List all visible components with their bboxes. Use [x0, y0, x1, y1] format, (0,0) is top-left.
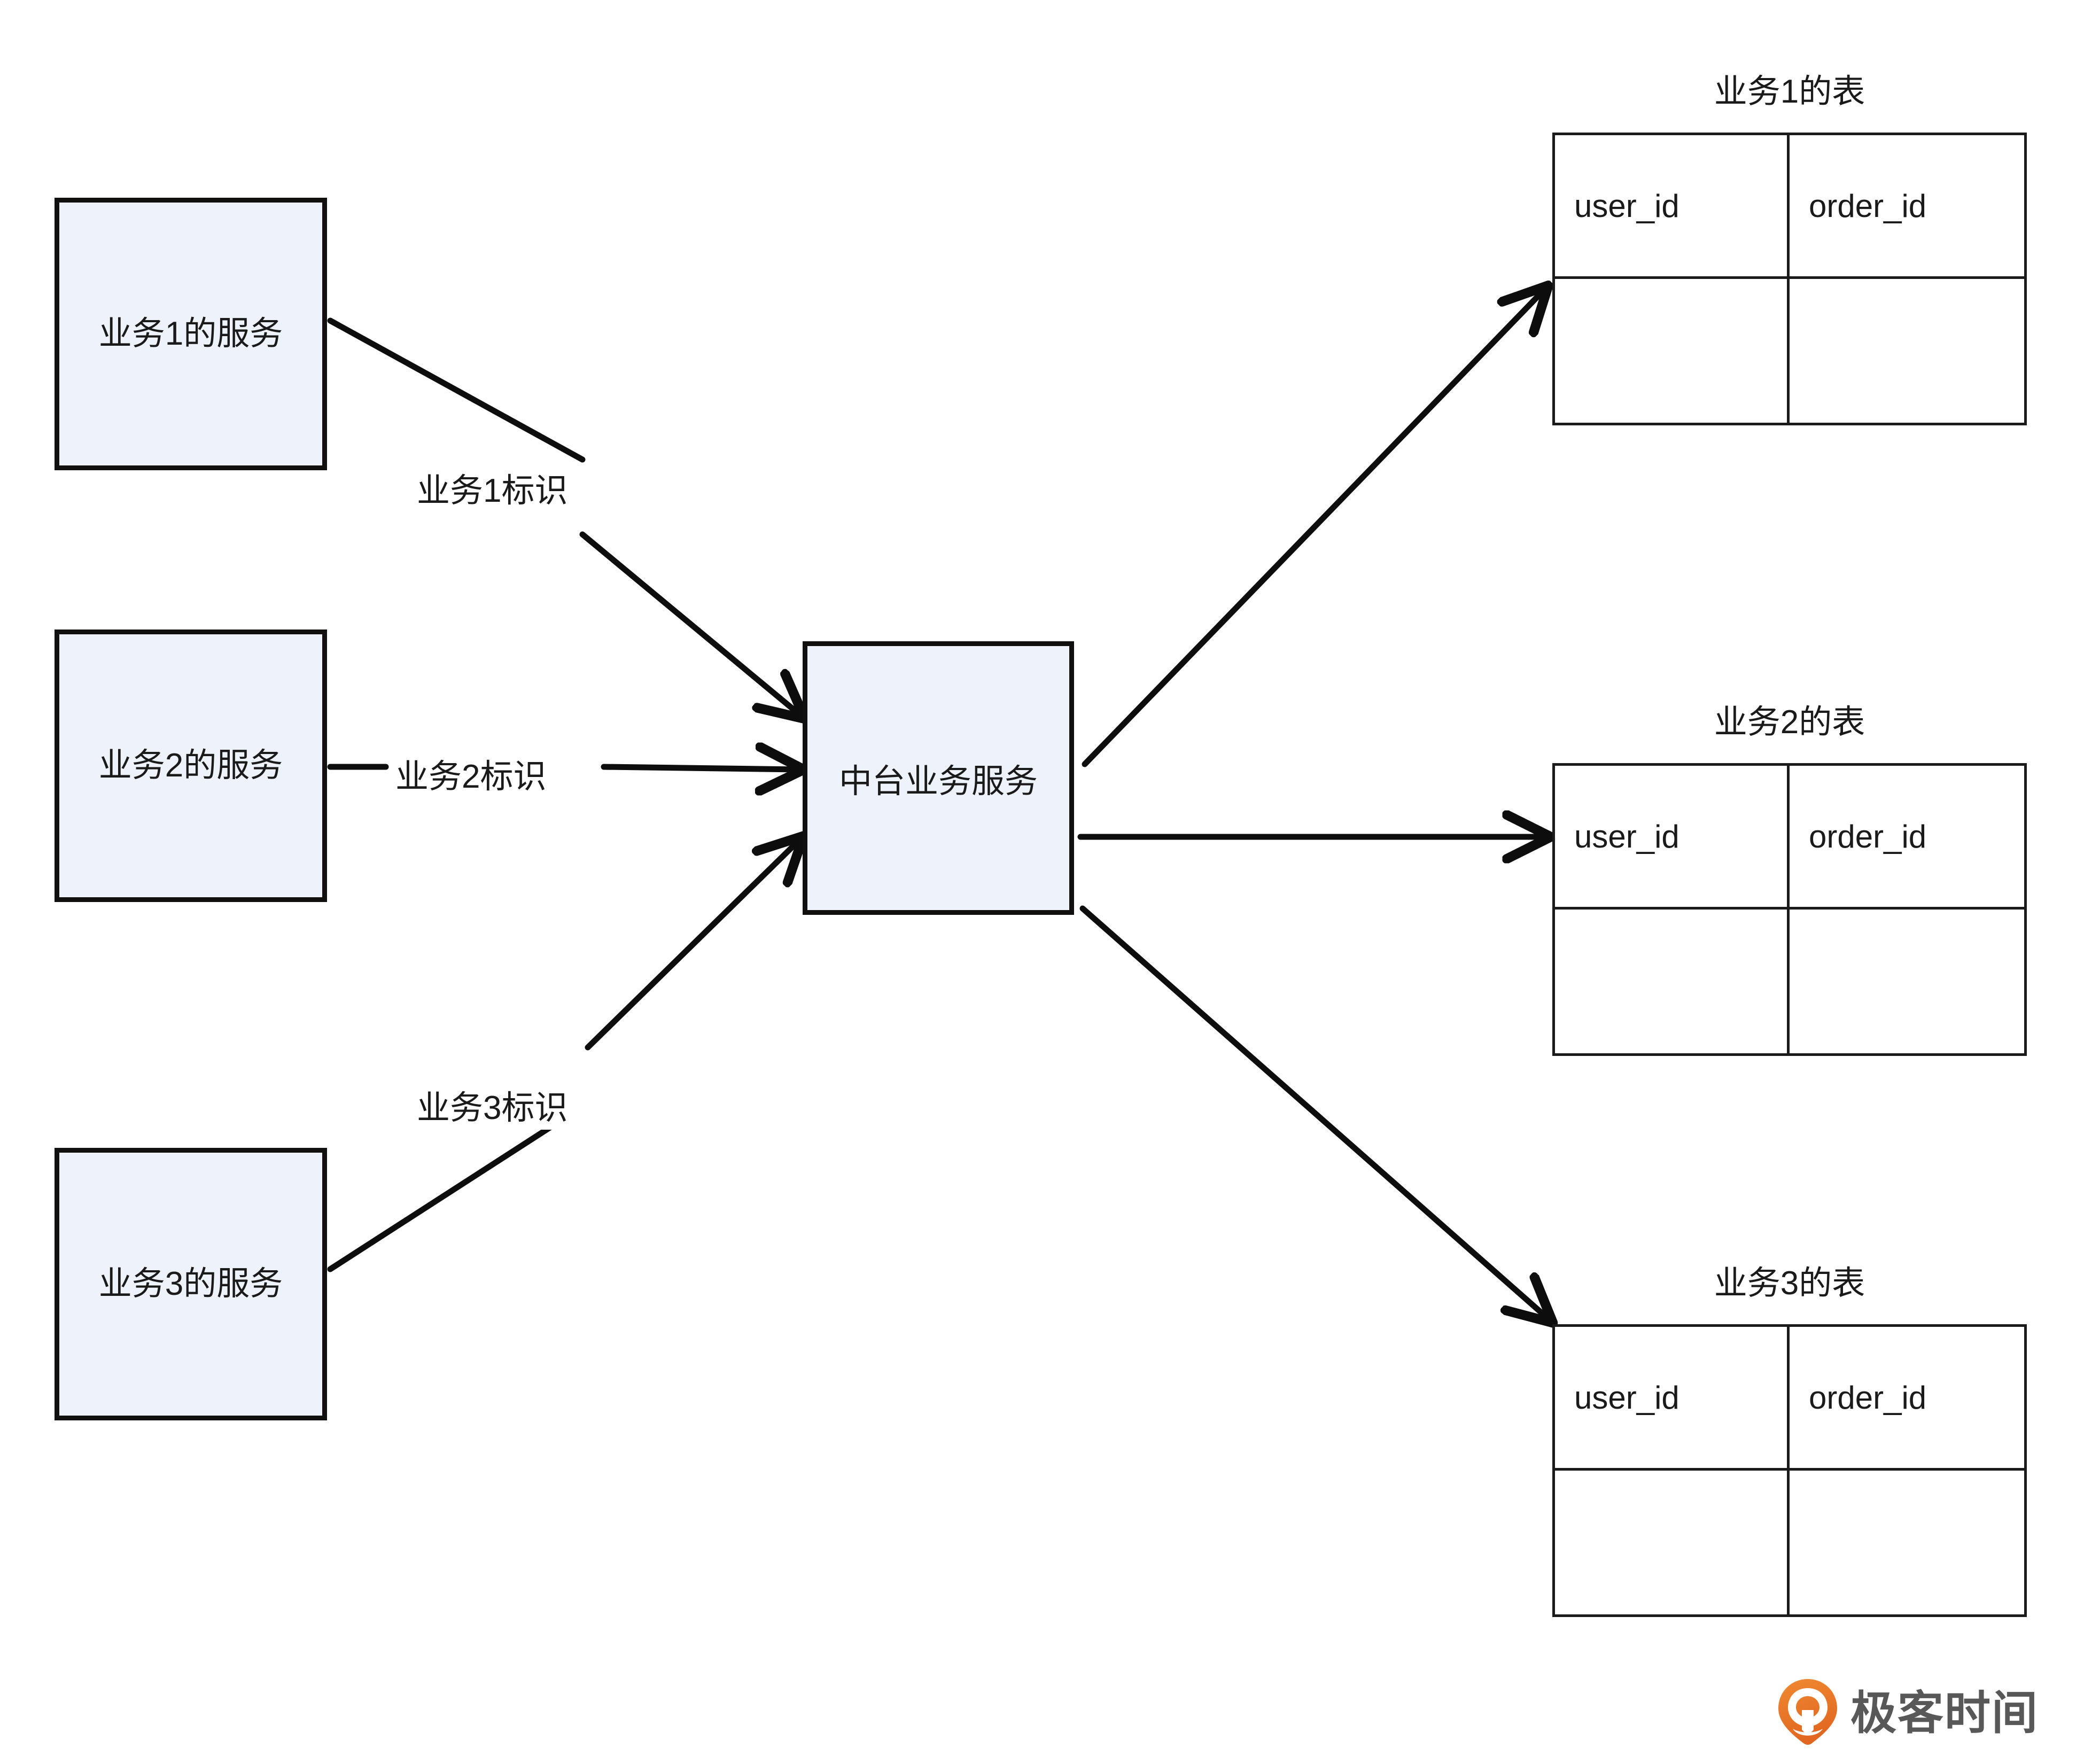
table-3-header-order-id: order_id — [1809, 1379, 1927, 1416]
table-1-cell-order-id — [1790, 279, 2024, 423]
table-row: user_id order_id — [1555, 1327, 2024, 1471]
service-box-3-label: 业务3的服务 — [98, 1265, 283, 1302]
service-box-1-label: 业务1的服务 — [98, 315, 283, 352]
table-1-cell-user-id — [1555, 279, 1790, 423]
edge-service3-to-hub — [327, 839, 800, 1272]
edge-service1-to-hub — [327, 317, 802, 716]
service-box-2[interactable]: 业务2的服务 — [55, 630, 327, 902]
watermark-brand-text: 极客时间 — [1850, 1687, 2039, 1739]
table-row: user_id order_id — [1555, 135, 2024, 279]
service-box-3[interactable]: 业务3的服务 — [55, 1148, 327, 1420]
table-row — [1555, 279, 2024, 423]
table-row: user_id order_id — [1555, 766, 2024, 910]
table-3-header-user-id: user_id — [1555, 1327, 1790, 1468]
table-2-cell-user-id — [1555, 910, 1790, 1053]
table-3: user_id order_id — [1552, 1324, 2027, 1617]
edge-hub-to-table1 — [1082, 289, 1545, 767]
hub-box-label: 中台业务服务 — [838, 763, 1038, 800]
table-3-title: 业务3的表 — [1714, 1265, 1865, 1302]
table-3-cell-order-id — [1790, 1471, 2024, 1614]
hub-box-middle-platform-service[interactable]: 中台业务服务 — [803, 641, 1074, 915]
table-1-title: 业务1的表 — [1714, 73, 1865, 110]
edge-label-business3-tag: 业务3标识 — [411, 1079, 573, 1130]
table-1-header-order-id: order_id — [1809, 188, 1927, 224]
edge-hub-to-table3 — [1079, 905, 1550, 1320]
table-3-cell-user-id — [1555, 1471, 1790, 1614]
table-2-title: 业务2的表 — [1714, 704, 1865, 741]
table-1-header-user-id: user_id — [1555, 135, 1790, 276]
service-box-2-label: 业务2的服务 — [98, 747, 283, 784]
edge-service2-to-hub — [327, 767, 799, 770]
table-2-header-user-id: user_id — [1555, 766, 1790, 907]
edge-label-business1-tag: 业务1标识 — [411, 462, 573, 512]
edge-label-business2-tag: 业务2标识 — [390, 748, 552, 798]
table-2: user_id order_id — [1552, 763, 2027, 1056]
watermark: 极客时间 — [1777, 1678, 2039, 1748]
table-row — [1555, 1471, 2024, 1614]
table-1: user_id order_id — [1552, 133, 2027, 425]
table-row — [1555, 910, 2024, 1053]
table-2-header-order-id: order_id — [1809, 818, 1927, 854]
service-box-1[interactable]: 业务1的服务 — [55, 198, 327, 470]
table-2-cell-order-id — [1790, 910, 2024, 1053]
geektime-pin-icon — [1777, 1678, 1839, 1748]
